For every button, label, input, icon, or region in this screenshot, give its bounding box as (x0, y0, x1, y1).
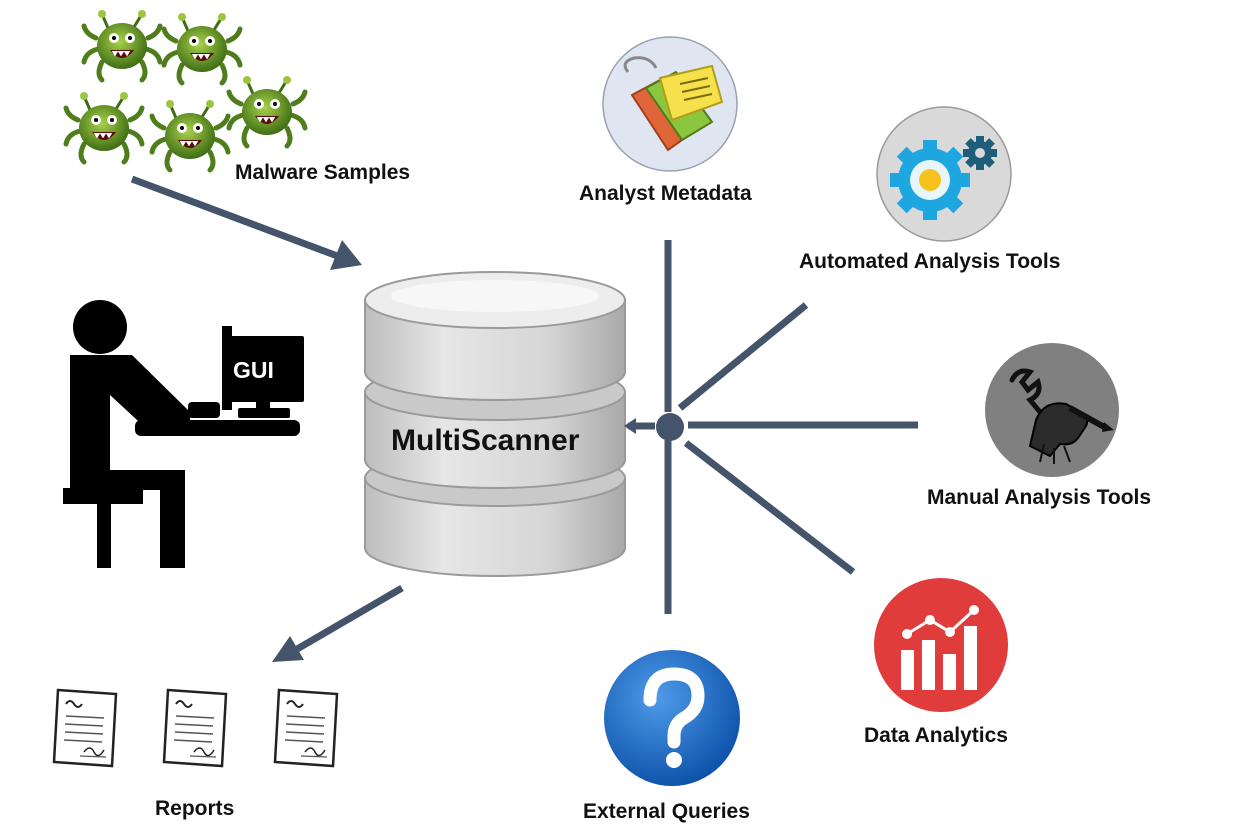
malware-samples-icons (66, 10, 305, 170)
arrowhead-icon (624, 418, 636, 434)
arrowhead-icon (330, 240, 362, 270)
gui-label: GUI (233, 357, 274, 383)
malware-icon (84, 10, 160, 80)
database-icon (364, 271, 626, 577)
malware-icon (164, 13, 240, 83)
malware-icon (152, 100, 228, 170)
reports-label: Reports (155, 797, 235, 820)
spoke-automated-tools (677, 302, 809, 411)
malware-samples-label: Malware Samples (235, 161, 411, 184)
connector-hub (628, 240, 918, 614)
document-icon (52, 688, 118, 768)
gear-icon (876, 106, 1012, 242)
arrowhead-icon (272, 636, 304, 662)
analyst-metadata-label: Analyst Metadata (579, 182, 752, 205)
bar-chart-icon (874, 578, 1008, 712)
hub-node (656, 413, 684, 441)
question-mark-icon (604, 650, 740, 786)
reports-icons (52, 688, 339, 768)
document-icon (273, 688, 339, 768)
tags-icon (602, 36, 738, 172)
automated-tools-label: Automated Analysis Tools (799, 250, 1061, 273)
malware-icon (66, 92, 142, 162)
arrow-multiscanner-to-reports (290, 584, 404, 656)
manual-tools-label: Manual Analysis Tools (927, 486, 1152, 509)
user-at-computer-icon (63, 300, 304, 568)
wrench-fist-icon (985, 343, 1119, 477)
data-analytics-label: Data Analytics (864, 724, 1008, 747)
spoke-data-analytics (683, 440, 856, 575)
multiscanner-label: MultiScanner (391, 424, 580, 457)
arrow-malware-to-multiscanner (130, 175, 342, 261)
malware-icon (229, 76, 305, 146)
document-icon (162, 688, 228, 768)
external-queries-label: External Queries (583, 800, 750, 823)
